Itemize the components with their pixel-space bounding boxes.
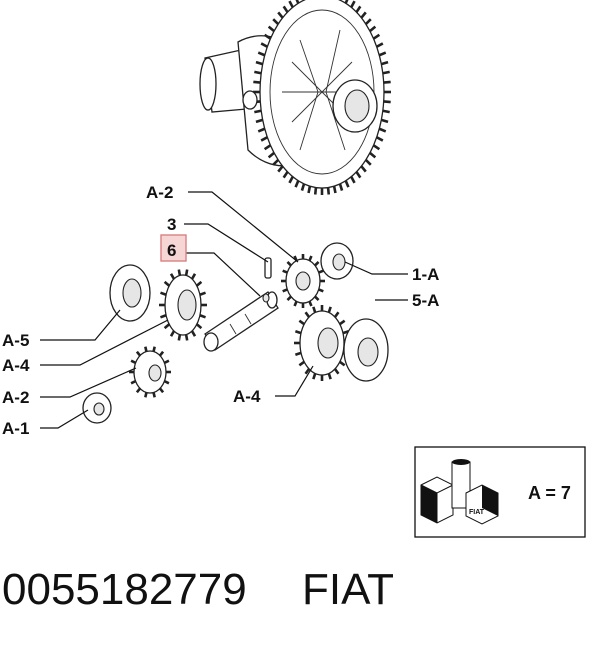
shaft-part-6 (204, 292, 278, 351)
washer-a1 (83, 393, 111, 423)
side-gear-left (159, 270, 207, 341)
label-5a: 5-A (412, 291, 439, 310)
ring-gear-assembly (200, 0, 391, 195)
callout-labels: A-2 3 6 1-A 5-A A-5 A-4 A-2 A-1 A-4 (2, 183, 439, 438)
label-a1: A-1 (2, 419, 29, 438)
washer-5a (344, 319, 388, 381)
kit-quantity: A = 7 (528, 483, 571, 503)
label-a2-top: A-2 (146, 183, 173, 202)
footer-part-number: 0055182779 (2, 565, 247, 614)
label-a5: A-5 (2, 331, 29, 350)
footer-brand: FIAT (302, 565, 394, 614)
planet-gear-lower (129, 347, 171, 398)
washer-a5 (110, 265, 150, 321)
label-a2-left: A-2 (2, 388, 29, 407)
kit-box-text: FIAT (469, 509, 485, 516)
label-a4-mid: A-4 (233, 387, 261, 406)
label-a4-left: A-4 (2, 356, 30, 375)
label-6: 6 (167, 241, 176, 260)
planet-gear-top (281, 254, 325, 308)
label-3: 3 (167, 215, 176, 234)
washer-1a (321, 243, 353, 279)
label-1a: 1-A (412, 265, 439, 284)
kit-legend-box: FIAT A = 7 (415, 447, 585, 537)
side-gear-right (294, 305, 350, 381)
footer: 0055182779 FIAT (2, 565, 394, 614)
